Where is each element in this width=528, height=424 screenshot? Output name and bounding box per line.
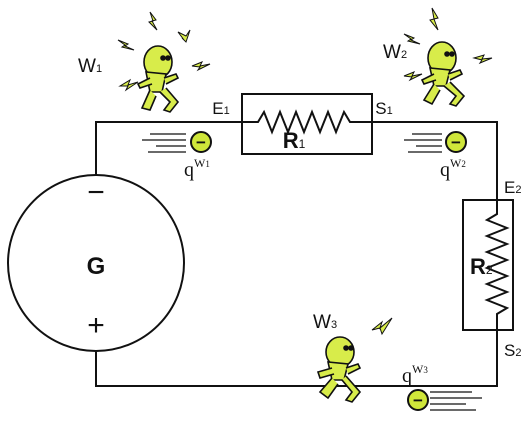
generator-circle bbox=[7, 174, 185, 352]
spark-icon bbox=[403, 7, 493, 82]
worker-w3-label: W3 bbox=[313, 312, 337, 333]
resistor-r1: R1 E1 S1 bbox=[212, 93, 393, 155]
electron-sign: − bbox=[413, 391, 423, 410]
generator-label: G bbox=[87, 253, 106, 280]
motion-lines bbox=[142, 133, 186, 153]
charge-q3-label: qW3 bbox=[402, 362, 428, 387]
spark-icon bbox=[371, 317, 393, 336]
electron-icon bbox=[445, 131, 467, 153]
worker-w2-label: W2 bbox=[383, 42, 407, 63]
resistor-r1-label: R1 bbox=[283, 128, 306, 153]
running-figure-icon bbox=[420, 41, 466, 107]
charge-q2-label: qW2 bbox=[440, 156, 466, 181]
terminal-s2-label: S2 bbox=[504, 341, 521, 360]
worker-w1: W1 bbox=[78, 11, 211, 113]
spark-icon bbox=[117, 11, 211, 92]
worker-w3: W3 bbox=[313, 312, 393, 403]
worker-w1-label: W1 bbox=[78, 56, 102, 77]
resistor-r2: R2 E2 S2 bbox=[462, 178, 521, 360]
electron-icon bbox=[190, 131, 212, 153]
charge-q1: − qW1 bbox=[142, 131, 212, 181]
generator: G − + bbox=[7, 174, 185, 352]
charge-q3: − qW3 bbox=[402, 362, 482, 411]
charge-q1-label: qW1 bbox=[184, 156, 210, 181]
generator-minus: − bbox=[87, 176, 105, 209]
generator-plus: + bbox=[87, 309, 105, 342]
charge-q2: − qW2 bbox=[404, 131, 467, 181]
electron-sign: − bbox=[451, 133, 461, 152]
electron-sign: − bbox=[196, 133, 206, 152]
running-figure-icon bbox=[316, 336, 362, 403]
resistor-r2-zigzag bbox=[484, 200, 510, 330]
motion-lines bbox=[430, 391, 482, 411]
resistor-r2-label: R2 bbox=[470, 254, 493, 279]
terminal-e1-label: E1 bbox=[212, 99, 229, 118]
worker-w2: W2 bbox=[383, 7, 493, 107]
terminal-e2-label: E2 bbox=[504, 178, 521, 197]
electron-icon bbox=[407, 389, 429, 411]
resistor-r1-zigzag bbox=[242, 109, 372, 135]
terminal-s1-label: S1 bbox=[375, 99, 392, 118]
motion-lines bbox=[404, 133, 442, 153]
running-figure-icon bbox=[136, 45, 180, 113]
